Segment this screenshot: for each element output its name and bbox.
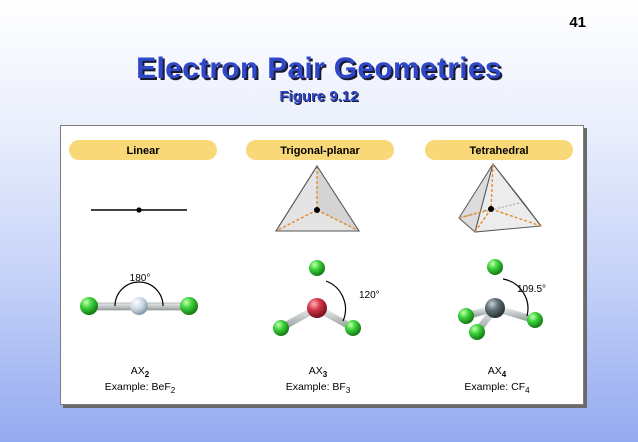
linear-molecule: 180° (80, 273, 198, 315)
atom (527, 312, 543, 328)
atom (180, 297, 198, 315)
angle-label-trigonal: 120° (359, 290, 380, 301)
center-atom (485, 298, 505, 318)
atom (273, 320, 289, 336)
linear-label: Linear (126, 145, 160, 157)
example-trigonal-sub: 3 (346, 386, 351, 395)
caption-tetrahedral: AX4 Example: CF4 (464, 365, 530, 395)
example-trigonal: Example: BF (286, 381, 346, 393)
trigonal-geometry (275, 165, 360, 232)
formula-linear: AX (131, 365, 145, 377)
page-number: 41 (569, 14, 586, 31)
caption-linear: AX2 Example: BeF2 (105, 365, 176, 395)
formula-linear-sub: 2 (145, 370, 150, 379)
atom (345, 320, 361, 336)
example-linear: Example: BeF (105, 381, 171, 393)
formula-tetrahedral: AX (488, 365, 502, 377)
tetrahedral-header: Tetrahedral (425, 140, 573, 160)
tetrahedral-geometry (458, 162, 542, 233)
trigonal-header: Trigonal-planar (246, 140, 394, 160)
atom (309, 260, 325, 276)
formula-trigonal: AX (309, 365, 323, 377)
atom (458, 308, 474, 324)
angle-label-linear: 180° (130, 273, 151, 284)
formula-tetrahedral-sub: 4 (502, 370, 507, 379)
slide-title: Electron Pair Geometries (136, 52, 502, 85)
svg-text:Example: BF3: Example: BF3 (286, 381, 351, 395)
tetrahedral-molecule: 109.5° (458, 259, 546, 340)
svg-text:Example: BeF2: Example: BeF2 (105, 381, 176, 395)
example-tetrahedral-sub: 4 (525, 386, 530, 395)
formula-trigonal-sub: 3 (323, 370, 328, 379)
atom (80, 297, 98, 315)
center-atom (307, 298, 327, 318)
svg-text:Example: CF4: Example: CF4 (464, 381, 530, 395)
geometry-diagram: Linear Trigonal-planar Tetrahedral (69, 140, 573, 395)
atom (487, 259, 503, 275)
trigonal-molecule: 120° (273, 260, 380, 336)
svg-text:AX2: AX2 (131, 365, 150, 379)
linear-header: Linear (69, 140, 217, 160)
caption-trigonal: AX3 Example: BF3 (286, 365, 351, 395)
slide-subtitle: Figure 9.12 (279, 88, 359, 105)
example-tetrahedral: Example: CF (464, 381, 525, 393)
trigonal-label: Trigonal-planar (280, 145, 360, 157)
svg-text:AX3: AX3 (309, 365, 328, 379)
example-linear-sub: 2 (171, 386, 176, 395)
figure-panel: Linear Trigonal-planar Tetrahedral (60, 125, 584, 405)
svg-text:AX4: AX4 (488, 365, 507, 379)
center-atom (130, 297, 148, 315)
linear-geometry (91, 207, 187, 213)
tetrahedral-label: Tetrahedral (469, 145, 528, 157)
angle-label-tetrahedral: 109.5° (517, 284, 546, 295)
atom (469, 324, 485, 340)
